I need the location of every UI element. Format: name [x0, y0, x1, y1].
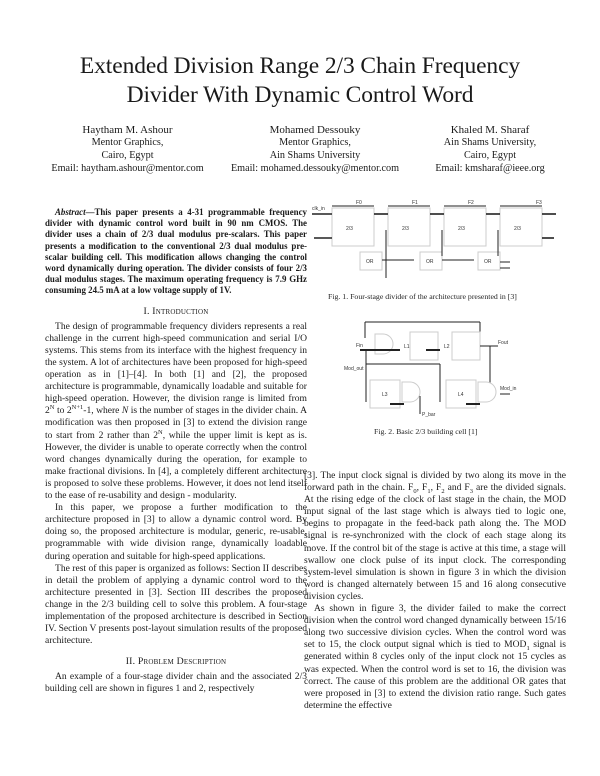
- subscript: 1: [526, 645, 530, 653]
- mod-out-label: Mod_out: [344, 366, 364, 372]
- figure-2-caption: Fig. 2. Basic 2/3 building cell [1]: [374, 427, 478, 436]
- fout-label: Fout: [498, 340, 509, 346]
- f2-label: F2: [468, 200, 474, 206]
- problem-paragraph-1: An example of a four-stage divider chain…: [45, 671, 307, 695]
- author-affiliation: Mentor Graphics,: [279, 137, 351, 148]
- figure-2-diagram: Fin L1 L2 L3 L4 Fout Mod_in Mod_out P_ba…: [340, 318, 540, 418]
- intro-paragraph-2: In this paper, we propose a further modi…: [45, 502, 307, 562]
- latch-l2-label: L2: [444, 344, 450, 350]
- text-run: to 2: [54, 405, 72, 417]
- text-run: As shown in figure 3, the divider failed…: [304, 603, 566, 651]
- abstract-dash: —: [85, 207, 95, 217]
- f0-label: F0: [356, 200, 362, 206]
- intro-paragraph-1: The design of programmable frequency div…: [45, 321, 307, 502]
- abstract-label: Abstract: [55, 207, 86, 217]
- p-label: P_bar: [422, 412, 436, 418]
- author-name: Mohamed Dessouky: [269, 124, 361, 136]
- abstract: Abstract—This paper presents a 4-31 prog…: [45, 207, 307, 297]
- text-run: and F: [444, 482, 470, 494]
- right-column: [3]. The input clock signal is divided b…: [304, 470, 566, 712]
- or-gate-label: OR: [426, 259, 434, 265]
- figure-1-caption: Fig. 1. Four-stage divider of the archit…: [328, 292, 517, 301]
- subscript: 2: [441, 488, 445, 495]
- f3-label: F3: [536, 200, 542, 206]
- or-gate-label: OR: [484, 259, 492, 265]
- or-gate-label: OR: [366, 259, 374, 265]
- author-email: Email: kmsharaf@ieee.org: [435, 162, 545, 174]
- four-stage-divider-schematic: clk_in 2/3 2/3 2/3 2/3 OR OR OR F0 F1 F2…: [312, 200, 556, 278]
- subscript: 1: [427, 488, 431, 495]
- abstract-text: This paper presents a 4-31 programmable …: [45, 207, 307, 296]
- text-run: , while the upper limit is kept as is. H…: [45, 429, 308, 502]
- left-column: Abstract—This paper presents a 4-31 prog…: [45, 207, 307, 696]
- clk-in-label: clk_in: [312, 206, 325, 212]
- text-run: The design of programmable frequency div…: [45, 320, 307, 417]
- latch-l1-label: L1: [404, 344, 410, 350]
- problem-paragraph-2: [3]. The input clock signal is divided b…: [304, 470, 566, 603]
- subscript: 0: [413, 488, 417, 495]
- text-run: are the divided signals. At the rising e…: [304, 482, 566, 602]
- basic-23-cell-schematic: Fin L1 L2 L3 L4 Fout Mod_in Mod_out P_ba…: [344, 321, 517, 418]
- author-name: Khaled M. Sharaf: [450, 124, 530, 136]
- mod-in-label: Mod_in: [500, 386, 517, 392]
- superscript: N+1: [71, 404, 84, 412]
- stage-label: 2/3: [402, 226, 409, 232]
- text-run: , F: [416, 482, 428, 494]
- fin-label: Fin: [356, 343, 363, 349]
- text-run: -1, where: [83, 405, 122, 417]
- author-email: Email: haytham.ashour@mentor.com: [51, 162, 204, 174]
- subscript: 3: [469, 488, 473, 495]
- text-run: , F: [430, 482, 442, 494]
- author-email: Email: mohamed.dessouky@mentor.com: [230, 162, 400, 174]
- superscript: N: [158, 428, 163, 436]
- author-affiliation: Ain Shams University,: [443, 137, 537, 148]
- author-1: Haytham M. Ashour Mentor Graphics, Cairo…: [40, 124, 215, 175]
- author-3: Khaled M. Sharaf Ain Shams University, C…: [415, 124, 565, 175]
- stage-label: 2/3: [458, 226, 465, 232]
- title-line-1: Extended Division Range 2/3 Chain Freque…: [79, 53, 521, 79]
- section-heading-introduction: I. Introduction: [143, 305, 209, 317]
- stage-label: 2/3: [514, 226, 521, 232]
- author-location: Cairo, Egypt: [463, 149, 517, 161]
- math-variable: N: [121, 405, 129, 417]
- author-2: Mohamed Dessouky Mentor Graphics, Ain Sh…: [225, 124, 405, 175]
- latch-l3-label: L3: [382, 392, 388, 398]
- author-location: Ain Shams University: [269, 149, 361, 161]
- section-heading-problem: II. Problem Description: [125, 656, 227, 668]
- author-block: Haytham M. Ashour Mentor Graphics, Cairo…: [40, 124, 565, 175]
- text-run: [3]. The input clock signal is divided b…: [304, 470, 566, 494]
- author-name: Haytham M. Ashour: [82, 124, 173, 136]
- stage-label: 2/3: [346, 226, 353, 232]
- paper-title: Extended Division Range 2/3 Chain Freque…: [0, 52, 600, 110]
- superscript: N: [49, 404, 55, 412]
- intro-paragraph-3: The rest of this paper is organized as f…: [45, 562, 307, 647]
- f1-label: F1: [412, 200, 418, 206]
- title-line-2: Divider With Dynamic Control Word: [126, 82, 474, 108]
- latch-l4-label: L4: [458, 392, 464, 398]
- text-run: signal is generated within 8 cycles only…: [304, 639, 566, 711]
- problem-paragraph-3: As shown in figure 3, the divider failed…: [304, 603, 566, 712]
- figure-1-diagram: clk_in 2/3 2/3 2/3 2/3 OR OR OR F0 F1 F2…: [310, 200, 570, 280]
- author-affiliation: Mentor Graphics,: [91, 137, 164, 148]
- text-run: is the number of stages in the divider c…: [45, 405, 308, 441]
- author-location: Cairo, Egypt: [101, 149, 154, 161]
